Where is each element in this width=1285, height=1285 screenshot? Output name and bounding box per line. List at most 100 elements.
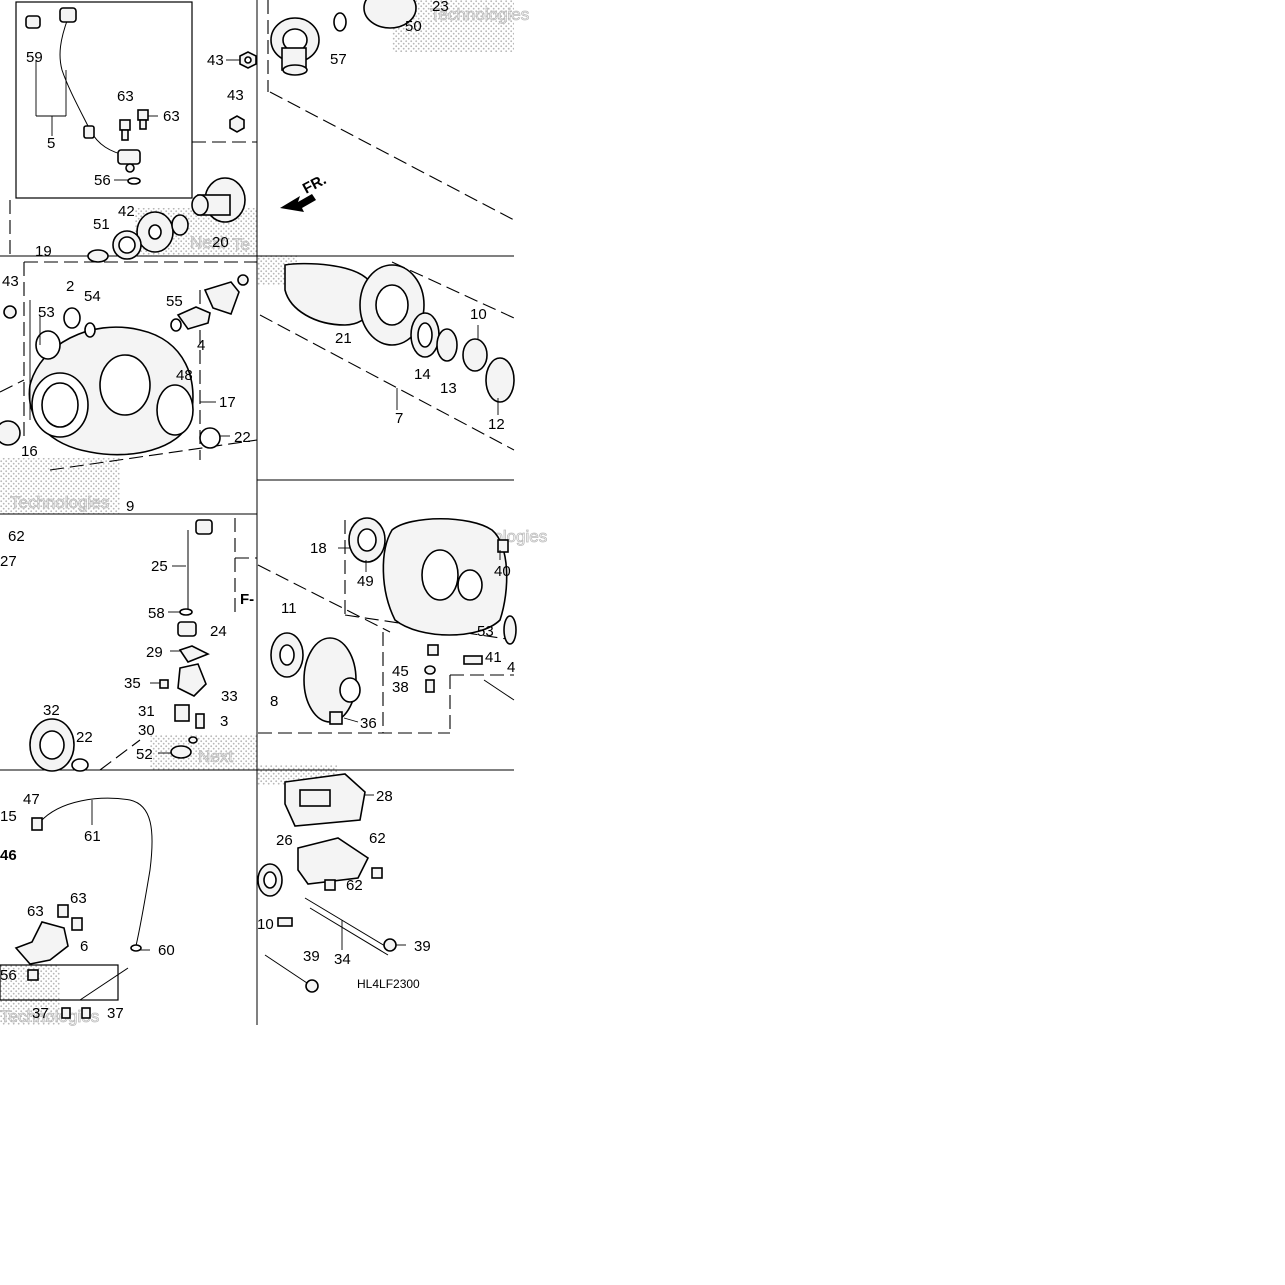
callout-41: 41 — [485, 649, 502, 666]
callout-39: 39 — [414, 938, 431, 955]
callout-9: 9 — [126, 498, 134, 515]
callout-39: 39 — [303, 948, 320, 965]
callout-2: 2 — [66, 278, 74, 295]
callout-17: 17 — [219, 394, 236, 411]
bolt-37 — [61, 1007, 91, 1019]
svg-text:Te: Te — [232, 235, 250, 254]
seal-51 — [112, 230, 142, 260]
callout-38: 38 — [392, 679, 409, 696]
callout-57: 57 — [330, 51, 347, 68]
callout-7: 7 — [395, 410, 403, 427]
callout-62: 62 — [8, 528, 25, 545]
callout-56: 56 — [0, 967, 17, 984]
breather-pipe-61 — [31, 797, 153, 952]
speed-sensor-6 — [14, 904, 83, 981]
callout-59: 59 — [26, 49, 43, 66]
callout-12: 12 — [488, 416, 505, 433]
callout-35: 35 — [124, 675, 141, 692]
diagram-code: HL4LF2300 — [357, 977, 420, 991]
callout-37: 37 — [32, 1005, 49, 1022]
callout-5: 5 — [47, 135, 55, 152]
cover-28 — [284, 773, 366, 827]
callout-29: 29 — [146, 644, 163, 661]
callout-63: 63 — [27, 903, 44, 920]
callout-47: 47 — [23, 791, 40, 808]
callout-32: 32 — [43, 702, 60, 719]
callout-13: 13 — [440, 380, 457, 397]
callout-11: 11 — [281, 600, 297, 617]
bracket-26 — [297, 837, 383, 891]
callout-4: 4 — [197, 337, 205, 354]
callout-21: 21 — [335, 330, 352, 347]
seal-lower — [257, 863, 283, 897]
housing-53 — [348, 517, 517, 701]
callout-20: 20 — [212, 234, 229, 251]
callout-49: 49 — [357, 573, 374, 590]
fr-label: FR. — [300, 171, 329, 197]
callout-60: 60 — [158, 942, 175, 959]
callout-36: 36 — [360, 715, 377, 732]
ring-46-19 — [87, 249, 109, 263]
section-ref: F- — [240, 591, 254, 608]
oil-seal-32 — [29, 718, 89, 772]
callout-33: 33 — [221, 688, 238, 705]
callout-61: 61 — [84, 828, 101, 845]
callout-50: 50 — [405, 18, 422, 35]
callout-34: 34 — [334, 951, 351, 968]
callout-42: 42 — [118, 203, 135, 220]
callout-56: 56 — [94, 172, 111, 189]
callout-15: 15 — [0, 808, 17, 825]
callout-23: 23 — [432, 0, 449, 15]
callout-43: 43 — [207, 52, 224, 69]
svg-text:Next: Next — [190, 233, 225, 252]
callout-18: 18 — [310, 540, 327, 557]
svg-text:Technologies: Technologies — [0, 1007, 99, 1026]
shift-rod-25 — [159, 519, 213, 759]
callout-55: 55 — [166, 293, 183, 310]
diff-case-8 — [270, 632, 361, 725]
callout-27: 27 — [0, 553, 17, 570]
callout-19: 19 — [35, 243, 52, 260]
callout-8: 8 — [270, 693, 278, 710]
leader-lines — [29, 59, 501, 951]
callout-3: 3 — [220, 713, 228, 730]
callout-63: 63 — [163, 108, 180, 125]
callout-53: 53 — [477, 623, 494, 640]
bearing-42 — [136, 211, 189, 253]
svg-text:Technologies: Technologies — [430, 5, 529, 24]
callout-51: 51 — [93, 216, 110, 233]
callout-31: 31 — [138, 703, 155, 720]
callout-52: 52 — [136, 746, 153, 763]
nut-43-a — [239, 51, 257, 69]
callout-63: 63 — [70, 890, 87, 907]
callout-4: 4 — [507, 659, 515, 676]
callout-40: 40 — [494, 563, 511, 580]
callout-16: 16 — [21, 443, 38, 460]
callout-54: 54 — [84, 288, 101, 305]
callout-6: 6 — [80, 938, 88, 955]
callout-28: 28 — [376, 788, 393, 805]
callout-48: 48 — [176, 367, 193, 384]
svg-text:Technologies: Technologies — [10, 493, 109, 512]
callout-45: 45 — [392, 663, 409, 680]
cap-1 — [270, 0, 417, 76]
callout-26: 26 — [276, 832, 293, 849]
case-cover-17 — [0, 305, 221, 456]
svg-text:Next: Next — [198, 747, 233, 766]
callout-63: 63 — [117, 88, 134, 105]
callout-10-lower: 10 — [257, 916, 274, 933]
sensor-4 — [170, 274, 249, 332]
pinion-gear-20 — [191, 177, 246, 223]
callout-58: 58 — [148, 605, 165, 622]
fr-arrow — [280, 194, 316, 212]
callout-37: 37 — [107, 1005, 124, 1022]
callout-43: 43 — [227, 87, 244, 104]
nut-43-b — [229, 115, 245, 133]
long-bolts-34-39 — [264, 897, 397, 993]
bolt-63-upper — [119, 109, 149, 141]
callout-22: 22 — [76, 729, 93, 746]
panel-frames — [0, 0, 515, 1025]
callout-10: 10 — [470, 306, 487, 323]
callout-43: 43 — [2, 273, 19, 290]
